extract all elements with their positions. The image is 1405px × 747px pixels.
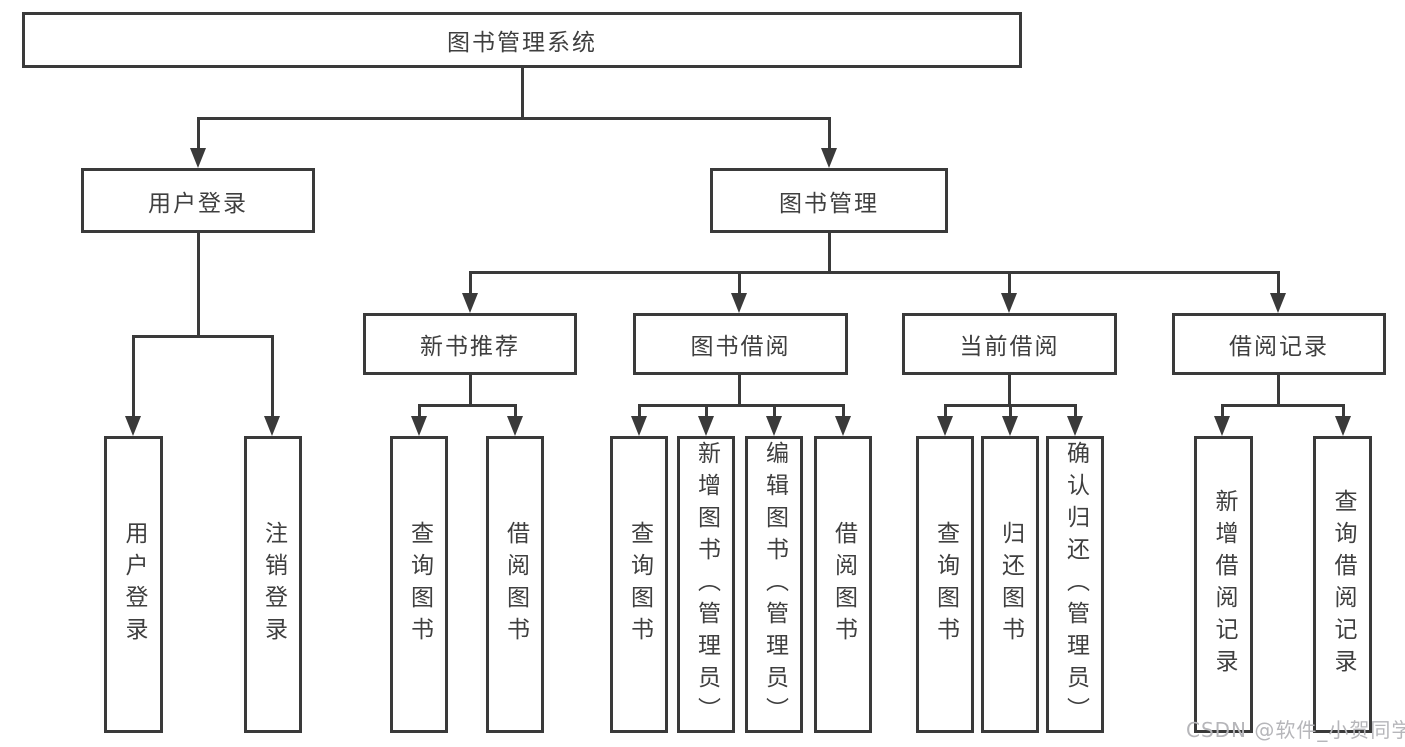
leaf-user-login-label: 用户登录 [121, 520, 147, 649]
node-book-management: 图书管理 [710, 168, 948, 233]
connector-line [469, 375, 472, 406]
arrow-down-icon [766, 416, 782, 436]
connector-line [1277, 271, 1280, 296]
leaf-query-borrow-record: 查询借阅记录 [1313, 436, 1372, 733]
connector-line [418, 404, 421, 418]
connector-line [828, 117, 831, 151]
arrow-down-icon [821, 148, 837, 168]
arrow-down-icon [631, 416, 647, 436]
leaf-edit-book-admin: 编辑图书（管理员） [745, 436, 803, 733]
watermark: CSDN @软件_小贺同学 [1186, 718, 1405, 742]
leaf-query-books-recommend-label: 查询图书 [406, 520, 433, 649]
arrow-down-icon [1270, 293, 1286, 313]
connector-line [1221, 404, 1224, 418]
arrow-down-icon [698, 416, 714, 436]
leaf-return-book: 归还图书 [981, 436, 1039, 733]
connector-line [1009, 404, 1012, 418]
leaf-add-book-admin: 新增图书（管理员） [677, 436, 735, 733]
connector-line [197, 117, 200, 151]
connector-line [1008, 271, 1011, 296]
connector-line [197, 233, 200, 337]
leaf-borrow-books-borrowing: 借阅图书 [814, 436, 872, 733]
arrow-down-icon [937, 416, 953, 436]
connector-line [773, 404, 776, 418]
leaf-confirm-return-admin: 确认归还（管理员） [1046, 436, 1104, 733]
connector-line [944, 404, 947, 418]
connector-line [469, 271, 472, 296]
connector-line [514, 404, 517, 418]
connector-line [638, 404, 641, 418]
leaf-edit-book-admin-label: 编辑图书（管理员） [761, 440, 788, 729]
leaf-user-login: 用户登录 [104, 436, 163, 733]
node-current-borrowing: 当前借阅 [902, 313, 1117, 375]
leaf-query-books-current-label: 查询图书 [932, 520, 959, 649]
node-new-book-recommend: 新书推荐 [363, 313, 577, 375]
leaf-add-borrow-record-label: 新增借阅记录 [1211, 488, 1237, 681]
arrow-down-icon [411, 416, 427, 436]
connector-line [828, 233, 831, 274]
node-book-borrowing: 图书借阅 [633, 313, 848, 375]
leaf-borrow-books-borrowing-label: 借阅图书 [830, 520, 857, 649]
connector-line [738, 375, 741, 406]
arrow-down-icon [1067, 416, 1083, 436]
leaf-return-book-label: 归还图书 [997, 520, 1024, 649]
leaf-borrow-books-recommend-label: 借阅图书 [502, 520, 529, 649]
leaf-query-books-current: 查询图书 [916, 436, 974, 733]
connector-line [132, 335, 135, 419]
connector-line [133, 335, 274, 338]
leaf-query-books-borrowing-label: 查询图书 [626, 520, 653, 649]
leaf-add-book-admin-label: 新增图书（管理员） [693, 440, 720, 729]
node-root: 图书管理系统 [22, 12, 1022, 68]
connector-line [1342, 404, 1345, 418]
arrow-down-icon [1001, 293, 1017, 313]
arrow-down-icon [1002, 416, 1018, 436]
connector-line [469, 271, 1280, 274]
connector-line [842, 404, 845, 418]
arrow-down-icon [125, 416, 141, 436]
arrow-down-icon [264, 416, 280, 436]
arrow-down-icon [507, 416, 523, 436]
connector-line [738, 271, 741, 296]
leaf-query-borrow-record-label: 查询借阅记录 [1330, 488, 1356, 681]
connector-line [1008, 375, 1011, 406]
leaf-logout: 注销登录 [244, 436, 302, 733]
leaf-confirm-return-admin-label: 确认归还（管理员） [1062, 440, 1089, 729]
connector-line [197, 117, 831, 120]
connector-line [1074, 404, 1077, 418]
arrow-down-icon [462, 293, 478, 313]
arrow-down-icon [190, 148, 206, 168]
connector-line [521, 68, 524, 118]
connector-line [271, 335, 274, 419]
connector-line [1277, 375, 1280, 406]
connector-line [705, 404, 708, 418]
connector-line [1221, 404, 1345, 407]
leaf-borrow-books-recommend: 借阅图书 [486, 436, 544, 733]
arrow-down-icon [1214, 416, 1230, 436]
arrow-down-icon [731, 293, 747, 313]
arrow-down-icon [835, 416, 851, 436]
arrow-down-icon [1335, 416, 1351, 436]
leaf-query-books-recommend: 查询图书 [390, 436, 448, 733]
leaf-query-books-borrowing: 查询图书 [610, 436, 668, 733]
leaf-add-borrow-record: 新增借阅记录 [1194, 436, 1253, 733]
node-user-login: 用户登录 [81, 168, 315, 233]
leaf-logout-label: 注销登录 [260, 520, 287, 649]
connector-line [418, 404, 517, 407]
connector-line [638, 404, 845, 407]
node-borrowing-records: 借阅记录 [1172, 313, 1386, 375]
